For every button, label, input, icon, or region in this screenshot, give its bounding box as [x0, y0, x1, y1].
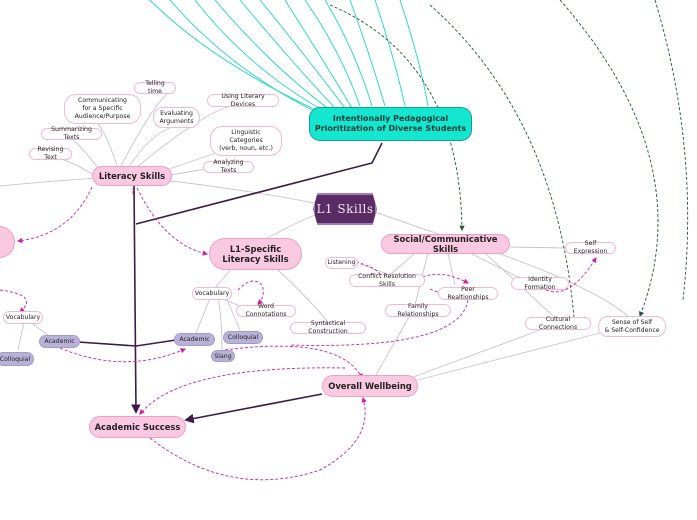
leaf-cultural-connections[interactable]: Cultural Connections [525, 316, 591, 331]
leaf-telling-time[interactable]: Telling time [134, 80, 176, 95]
leaf-family-relationships[interactable]: Family Relationships [385, 303, 451, 318]
leaf-vocabulary-left[interactable]: Vocabulary [3, 311, 43, 324]
leaf-evaluating-arguments[interactable]: Evaluating Arguments [153, 107, 200, 128]
node-overall-wellbeing[interactable]: Overall Wellbeing [322, 375, 418, 397]
green-dashed-arrows [329, 0, 689, 331]
leaf-academic-left[interactable]: Academic [39, 335, 80, 348]
leaf-syntactical-construction[interactable]: Syntactical Construction [290, 320, 366, 335]
leaf-slang[interactable]: Slang [211, 350, 235, 362]
leaf-analyzing-texts[interactable]: Analyzing Texts [203, 159, 254, 174]
leaf-peer-relationships[interactable]: Peer Realtionships [438, 286, 498, 301]
node-l1-specific-literacy-skills[interactable]: L1-Specific Literacy Skills [209, 238, 302, 270]
dark-arrows [77, 142, 383, 424]
branch-connectors [0, 93, 631, 383]
leaf-colloquial-left[interactable]: Colloquial [0, 352, 34, 366]
node-literacy-skills[interactable]: Literacy Skills [92, 166, 172, 186]
leaf-revising-text[interactable]: Revising Text [29, 146, 72, 161]
leaf-word-connotations[interactable]: Word Connotations [236, 303, 296, 318]
node-academic-success[interactable]: Academic Success [89, 416, 186, 438]
leaf-identity-formation[interactable]: Identity Formation [511, 276, 569, 291]
leaf-using-literary-devices[interactable]: Using Literary Devices [207, 93, 279, 108]
leaf-communicating[interactable]: Communicating for a Specific Audience/Pu… [64, 94, 141, 124]
teal-fan-lines [149, 0, 429, 115]
node-intentionally-pedagogical[interactable]: Intentionally Pedagogical Prioritization… [309, 107, 472, 141]
leaf-linguistic-categories[interactable]: Linguistic Categories (verb, noun, etc.) [210, 126, 282, 156]
leaf-vocabulary-mid[interactable]: Vocabulary [192, 287, 232, 300]
leaf-self-expression[interactable]: Self Expression [565, 240, 616, 255]
leaf-summarizing-texts[interactable]: Summarizing Texts [41, 126, 102, 141]
leaf-listening[interactable]: Listening [325, 257, 358, 269]
magenta-dashed-arrows [0, 186, 597, 481]
leaf-colloquial-mid[interactable]: Colloquial [223, 331, 263, 344]
central-node-l1-skills[interactable]: L1 Skills [313, 193, 377, 225]
leaf-conflict-resolution-skills[interactable]: Conflict Resolution Skills [349, 273, 425, 288]
leaf-sense-of-self[interactable]: Sense of Self & Self-Confidence [598, 316, 666, 337]
node-social-communicative-skills[interactable]: Social/Communicative Skills [381, 234, 510, 254]
leaf-academic-mid[interactable]: Academic [174, 333, 215, 346]
